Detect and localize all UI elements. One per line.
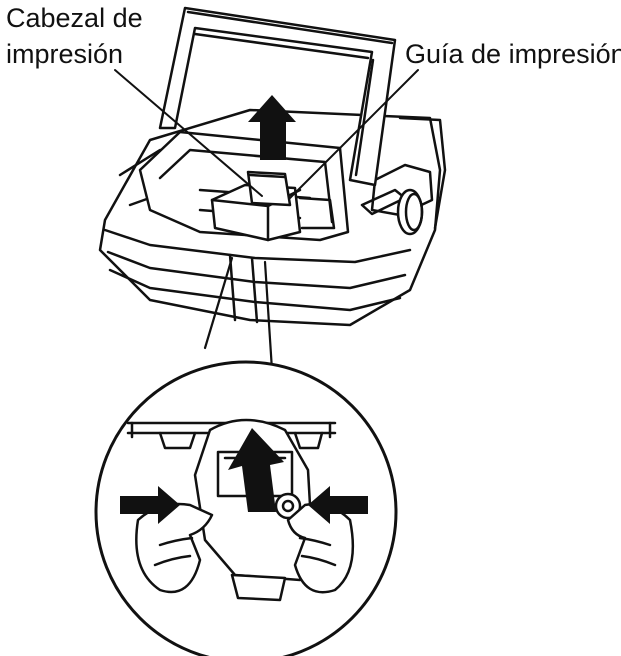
print-guide-label: Guía de impresión bbox=[405, 39, 621, 69]
arrow-right-icon bbox=[120, 486, 180, 524]
print-head bbox=[210, 170, 336, 242]
open-cover bbox=[158, 6, 397, 187]
print-head-label-line-1: Cabezal de bbox=[6, 3, 143, 33]
arrow-left-icon bbox=[308, 486, 368, 524]
leader-line-print-guide bbox=[289, 69, 419, 199]
print-head-label-line-2: impresión bbox=[6, 39, 124, 69]
arrow-up-icon bbox=[248, 95, 296, 160]
leader-line-print-head bbox=[114, 69, 263, 197]
arrow-up-icon bbox=[228, 428, 284, 512]
